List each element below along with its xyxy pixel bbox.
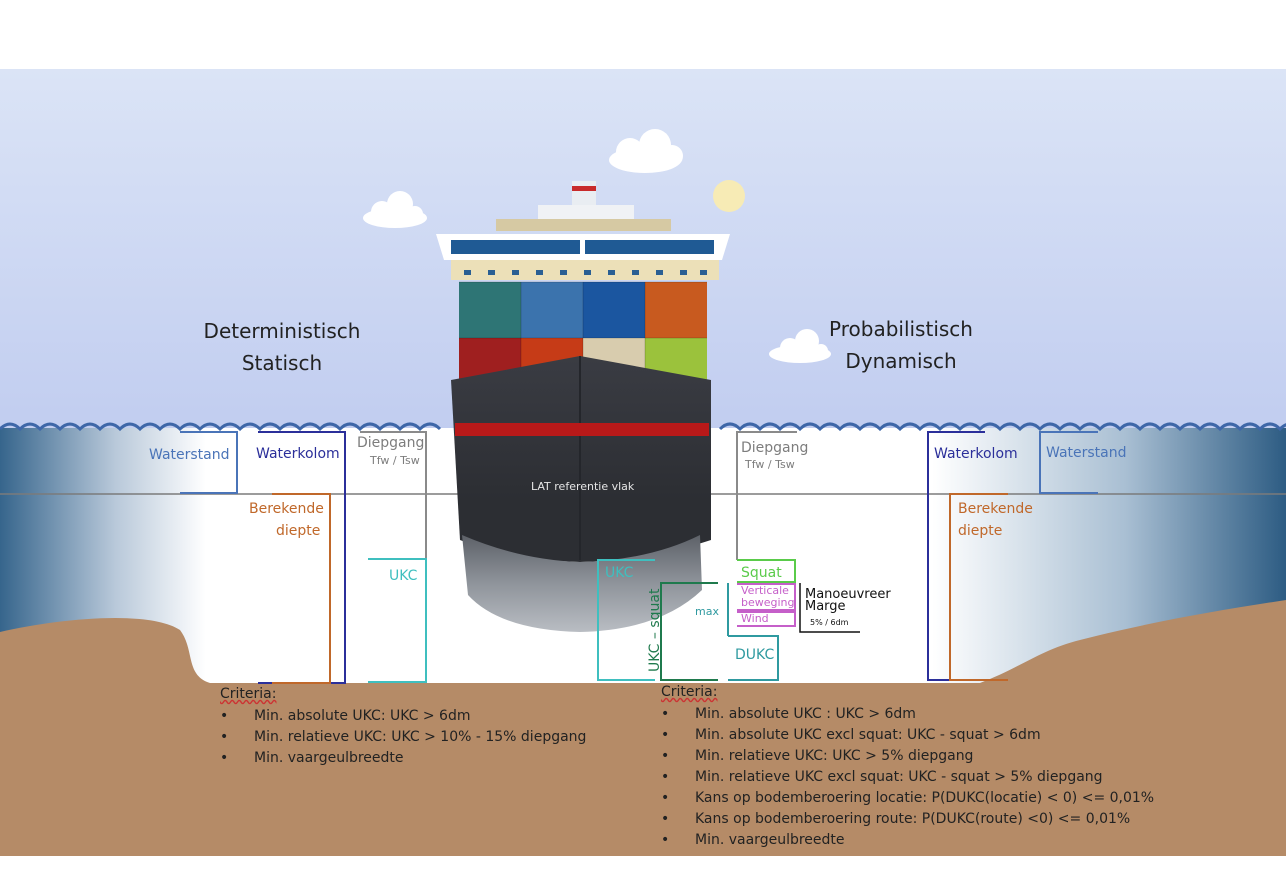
list-item: Min. relatieve UKC: UKC > 10% - 15% diep… xyxy=(220,727,620,748)
left-criteria: Criteria: Min. absolute UKC: UKC > 6dm M… xyxy=(220,686,620,769)
right-diepgang-bracket xyxy=(736,431,797,560)
left-ukc-bracket xyxy=(368,558,427,683)
left-heading-line1: Deterministisch xyxy=(204,319,361,343)
right-criteria-title: Criteria: xyxy=(661,684,718,700)
list-item: Min. absolute UKC excl squat: UKC - squa… xyxy=(661,725,1221,746)
list-item: Min. vaargeulbreedte xyxy=(661,830,1221,851)
cloud-icon xyxy=(363,191,427,228)
right-ukc-label: UKC xyxy=(605,565,634,581)
right-dukc-bracket xyxy=(728,635,779,681)
list-item: Min. vaargeulbreedte xyxy=(220,748,620,769)
left-diepgang-label: Diepgang xyxy=(357,435,424,451)
lat-reference-label: LAT referentie vlak xyxy=(531,480,635,493)
right-max-label: max xyxy=(695,605,719,618)
list-item: Min. relatieve UKC: UKC > 5% diepgang xyxy=(661,746,1221,767)
left-diepte-label: diepte xyxy=(276,523,320,539)
right-squat-label: Squat xyxy=(741,565,782,581)
right-tfw-label: Tfw / Tsw xyxy=(744,458,795,471)
list-item: Kans op bodemberoering locatie: P(DUKC(l… xyxy=(661,788,1221,809)
list-item: Min. absolute UKC: UKC > 6dm xyxy=(220,706,620,727)
left-waterstand-label: Waterstand xyxy=(149,447,230,463)
wave-line xyxy=(0,422,1286,432)
right-beweging-label: beweging xyxy=(741,596,795,609)
right-diepgang-label: Diepgang xyxy=(741,440,808,456)
right-heading-line1: Probabilistisch xyxy=(829,317,973,341)
left-berekende-bracket xyxy=(272,493,331,684)
right-squat-bracket xyxy=(737,559,796,583)
right-ukc-bracket xyxy=(597,559,655,681)
left-ukc-label: UKC xyxy=(389,568,418,584)
list-item: Min. relatieve UKC excl squat: UKC - squ… xyxy=(661,767,1221,788)
right-wind-label: Wind xyxy=(741,612,769,625)
list-item: Min. absolute UKC : UKC > 6dm xyxy=(661,704,1221,725)
left-berekende-label: Berekende xyxy=(249,501,324,517)
right-criteria-list: Min. absolute UKC : UKC > 6dm Min. absol… xyxy=(661,704,1221,851)
right-marge-label: Marge xyxy=(805,599,846,614)
right-wind-bracket xyxy=(737,611,796,627)
container-ship xyxy=(436,181,730,632)
list-item: Kans op bodemberoering route: P(DUKC(rou… xyxy=(661,809,1221,830)
right-marge-value: 5% / 6dm xyxy=(810,618,849,627)
right-berekende-bracket xyxy=(949,493,1008,681)
left-tfw-label: Tfw / Tsw xyxy=(369,454,420,467)
cloud-icon xyxy=(769,329,831,363)
left-diepgang-bracket xyxy=(360,431,427,558)
right-waterstand-label: Waterstand xyxy=(1046,445,1127,461)
right-ukc-squat-label: UKC – squat xyxy=(647,588,663,672)
left-criteria-list: Min. absolute UKC: UKC > 6dm Min. relati… xyxy=(220,706,620,769)
left-waterkolom-label: Waterkolom xyxy=(256,446,340,462)
right-diepte-label: diepte xyxy=(958,523,1002,539)
right-criteria: Criteria: Min. absolute UKC : UKC > 6dm … xyxy=(661,684,1221,851)
right-manoeuvreer-label: Manoeuvreer xyxy=(805,587,891,602)
left-criteria-title: Criteria: xyxy=(220,686,277,702)
right-verticale-bracket xyxy=(737,583,796,611)
left-heading-line2: Statisch xyxy=(242,351,322,375)
right-dukc-label: DUKC xyxy=(735,647,774,663)
right-waterstand-bracket xyxy=(1039,431,1098,494)
right-berekende-label: Berekende xyxy=(958,501,1033,517)
sun-icon xyxy=(713,180,745,212)
right-marge-bracket xyxy=(799,583,860,633)
right-waterkolom-label: Waterkolom xyxy=(934,446,1018,462)
left-waterstand-bracket xyxy=(180,431,238,494)
right-ukc-squat-bracket xyxy=(660,582,718,681)
cloud-icon xyxy=(609,129,683,173)
right-verticale-label: Verticale xyxy=(741,584,789,597)
right-heading-line2: Dynamisch xyxy=(845,349,956,373)
